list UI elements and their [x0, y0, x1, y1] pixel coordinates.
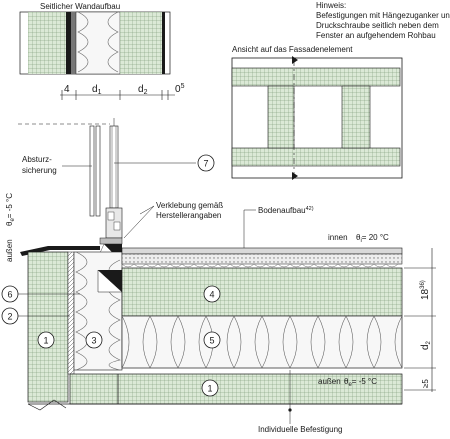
facade-post-left — [267, 85, 295, 149]
bottom-element — [69, 373, 403, 405]
fall-protection-glazing — [89, 125, 119, 217]
dim-4: 4 — [64, 84, 70, 95]
absturz-label-2: sicherung — [22, 166, 57, 175]
note-line-2: Druckschraube seitlich neben dem — [316, 21, 439, 30]
individuelle-befestigung: Individuelle Befestigung — [258, 425, 343, 434]
svg-text:7: 7 — [203, 159, 208, 169]
floor-screed — [121, 253, 403, 265]
svg-text:1: 1 — [207, 384, 212, 394]
svg-text:4: 4 — [209, 290, 214, 300]
facade-title: Ansicht auf das Fassadenelement — [232, 45, 353, 54]
wall-insulation-d1 — [75, 11, 121, 75]
callout-7: 7 — [197, 154, 215, 172]
wall-grid-block-2 — [120, 12, 162, 74]
dim-0-5: 05 — [175, 83, 185, 95]
slab-insulation — [121, 315, 403, 369]
callout-2: 2 — [1, 307, 19, 325]
theta-i-label: θi= 20 °C — [356, 233, 389, 244]
note-block: Hinweis: Befestigungen mit Hängezuganker… — [316, 1, 450, 40]
callout-3: 3 — [85, 331, 103, 349]
facade-bottom-beam — [231, 147, 401, 167]
callout-1-left: 1 — [37, 331, 55, 349]
theta-e-bottom: θe= -5 °C — [344, 377, 377, 388]
svg-text:5: 5 — [209, 336, 214, 346]
svg-text:1: 1 — [43, 336, 48, 346]
wall-build-title: Seitlicher Wandaufbau — [40, 2, 120, 11]
dim-d2: d2 — [138, 84, 148, 96]
dim-d1: d1 — [92, 84, 102, 96]
aussen-bottom-label: außen — [318, 377, 341, 386]
sill-flashing — [20, 246, 100, 256]
dim-ge5: ≥5 — [421, 379, 430, 388]
svg-text:6: 6 — [7, 290, 12, 300]
facade-top-beam — [231, 67, 401, 87]
absturz-label-1: Absturz- — [22, 155, 52, 164]
svg-text:3: 3 — [91, 336, 96, 346]
dim-18: 1836) — [420, 280, 431, 300]
wall-grid-block — [28, 12, 66, 74]
wall-section-detail: Seitlicher Wandaufbau 4 d1 d2 05 — [19, 2, 185, 100]
verklebung-line-2: Herstellerangaben — [156, 211, 221, 220]
facade-element-view: Ansicht auf das Fassadenelement — [231, 45, 403, 180]
aussen-left-label: außen — [5, 239, 14, 262]
right-dimensions: 1836) d2 ≥5 — [404, 248, 436, 392]
dim-d2-right: d2 — [420, 340, 432, 350]
facade-post-right — [341, 85, 371, 149]
verklebung-line-1: Verklebung gemäß — [156, 201, 223, 210]
callout-6: 6 — [1, 285, 19, 303]
floor-slab — [121, 267, 403, 317]
innen-label: innen — [328, 233, 348, 242]
callout-5: 5 — [203, 331, 221, 349]
svg-text:2: 2 — [7, 312, 12, 322]
callout-1-bottom: 1 — [201, 379, 219, 397]
section-marker-bottom — [292, 172, 298, 180]
floor-covering — [121, 247, 403, 255]
left-wall-element — [27, 251, 123, 403]
note-line-3: Fenster an aufgehendem Rohbau — [316, 31, 436, 40]
theta-e-left: θe= -5 °C — [5, 193, 16, 226]
note-title: Hinweis: — [316, 1, 346, 10]
bodenaufbau-label: Bodenaufbau42) — [258, 206, 314, 215]
note-line-1: Befestigungen mit Hängezuganker und — [316, 11, 450, 20]
callout-4: 4 — [203, 285, 221, 303]
section-marker-top — [292, 56, 298, 64]
